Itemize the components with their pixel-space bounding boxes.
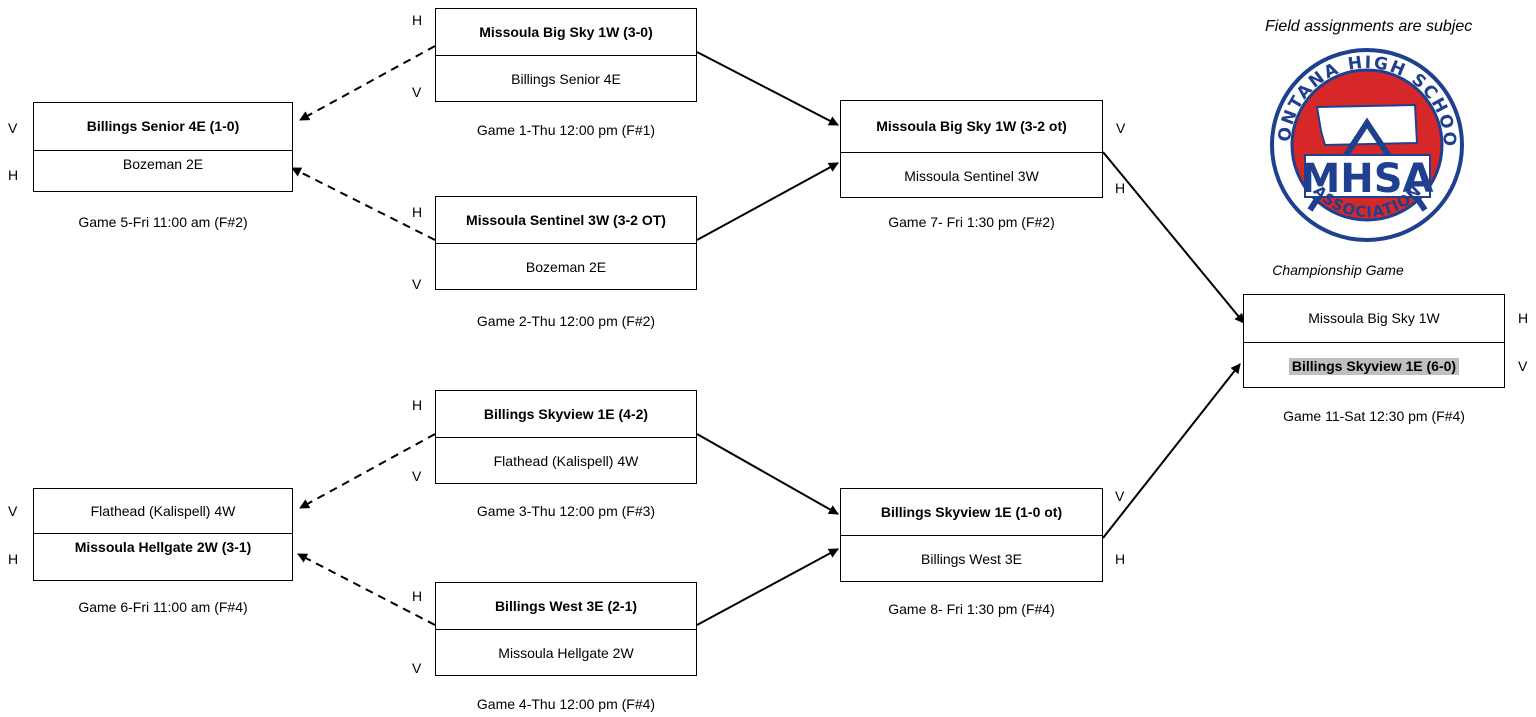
game-3-home-team: Billings Skyview 1E (4-2) <box>436 391 696 438</box>
game-6-visitor-team: Flathead (Kalispell) 4W <box>34 489 292 534</box>
game-6-home-marker: H <box>8 551 19 567</box>
connector-g3-to-g6 <box>299 433 436 509</box>
game-3-home-marker: H <box>412 397 423 413</box>
game-2-visitor-marker: V <box>412 276 422 292</box>
game-1-home-team: Missoula Big Sky 1W (3-0) <box>436 9 696 56</box>
game-4-visitor-marker: V <box>412 660 422 676</box>
connector-g3-to-g8 <box>696 433 839 515</box>
game-4-caption: Game 4-Thu 12:00 pm (F#4) <box>476 696 656 712</box>
mhsa-logo: MHSA MONTANA HIGH SCHOOL ASSOCIATION <box>1265 45 1464 242</box>
game-11-visitor-marker: V <box>1518 358 1528 374</box>
game-3-box: Billings Skyview 1E (4-2) Flathead (Kali… <box>435 390 697 484</box>
game-5-visitor-team: Billings Senior 4E (1-0) <box>34 103 292 151</box>
game-2-home-marker: H <box>412 204 423 220</box>
game-8-visitor-team: Billings Skyview 1E (1-0 ot) <box>841 489 1102 536</box>
game-11-visitor-row: Billings Skyview 1E (6-0) <box>1244 343 1504 389</box>
game-11-box: Missoula Big Sky 1W Billings Skyview 1E … <box>1243 294 1505 388</box>
game-11-home-marker: H <box>1518 310 1529 326</box>
game-7-caption: Game 7- Fri 1:30 pm (F#2) <box>888 214 1055 230</box>
game-11-visitor-team: Billings Skyview 1E (6-0) <box>1288 357 1460 375</box>
connector-g4-to-g6 <box>297 553 436 626</box>
game-5-visitor-marker: V <box>8 120 18 136</box>
game-6-home-team: Missoula Hellgate 2W (3-1) <box>74 538 252 555</box>
game-5-home-marker: H <box>8 167 19 183</box>
game-8-box: Billings Skyview 1E (1-0 ot) Billings We… <box>840 488 1103 582</box>
game-11-caption: Game 11-Sat 12:30 pm (F#4) <box>1283 408 1465 424</box>
game-5-caption: Game 5-Fri 11:00 am (F#2) <box>78 214 248 230</box>
game-7-box: Missoula Big Sky 1W (3-2 ot) Missoula Se… <box>840 100 1103 198</box>
championship-label: Championship Game <box>1272 262 1404 278</box>
game-3-visitor-team: Flathead (Kalispell) 4W <box>493 452 639 469</box>
game-2-box: Missoula Sentinel 3W (3-2 OT) Bozeman 2E <box>435 196 697 290</box>
connector-g8-to-g11 <box>1102 363 1241 539</box>
game-3-caption: Game 3-Thu 12:00 pm (F#3) <box>476 503 656 519</box>
game-7-home-team: Missoula Sentinel 3W <box>904 167 1039 184</box>
game-1-caption: Game 1-Thu 12:00 pm (F#1) <box>476 122 656 138</box>
connector-g1-to-g7 <box>696 51 839 126</box>
connector-g7-to-g11 <box>1102 151 1245 324</box>
game-1-visitor-team: Billings Senior 4E <box>511 70 621 87</box>
connector-g1-to-g5 <box>299 45 436 121</box>
game-2-visitor-team: Bozeman 2E <box>525 258 607 275</box>
game-6-box: Flathead (Kalispell) 4W Missoula Hellgat… <box>33 488 293 581</box>
game-11-home-team: Missoula Big Sky 1W <box>1244 295 1504 343</box>
game-1-box: Missoula Big Sky 1W (3-0) Billings Senio… <box>435 8 697 102</box>
game-4-box: Billings West 3E (2-1) Missoula Hellgate… <box>435 582 697 676</box>
logo-center-text: MHSA <box>1300 156 1433 202</box>
game-7-home-marker: H <box>1115 180 1126 196</box>
game-8-home-marker: H <box>1115 551 1126 567</box>
game-1-visitor-marker: V <box>412 84 422 100</box>
game-7-visitor-marker: V <box>1116 120 1126 136</box>
game-5-home-team: Bozeman 2E <box>122 155 204 172</box>
game-4-visitor-team: Missoula Hellgate 2W <box>498 644 634 661</box>
game-5-box: Billings Senior 4E (1-0) Bozeman 2E <box>33 102 293 192</box>
game-2-caption: Game 2-Thu 12:00 pm (F#2) <box>476 313 656 329</box>
game-1-home-marker: H <box>412 12 423 28</box>
game-6-caption: Game 6-Fri 11:00 am (F#4) <box>78 599 248 615</box>
game-2-home-team: Missoula Sentinel 3W (3-2 OT) <box>436 197 696 244</box>
game-4-home-team: Billings West 3E (2-1) <box>436 583 696 630</box>
connector-g4-to-g8 <box>696 548 839 626</box>
connector-g2-to-g5 <box>291 167 436 241</box>
connector-g2-to-g7 <box>696 162 839 241</box>
game-8-home-team: Billings West 3E <box>921 550 1022 567</box>
game-7-visitor-team: Missoula Big Sky 1W (3-2 ot) <box>841 101 1102 153</box>
game-8-visitor-marker: V <box>1115 488 1125 504</box>
game-8-caption: Game 8- Fri 1:30 pm (F#4) <box>888 601 1055 617</box>
game-3-visitor-marker: V <box>412 468 422 484</box>
game-6-visitor-marker: V <box>8 503 18 519</box>
field-assignment-notice: Field assignments are subjec <box>1265 18 1473 35</box>
game-4-home-marker: H <box>412 588 423 604</box>
